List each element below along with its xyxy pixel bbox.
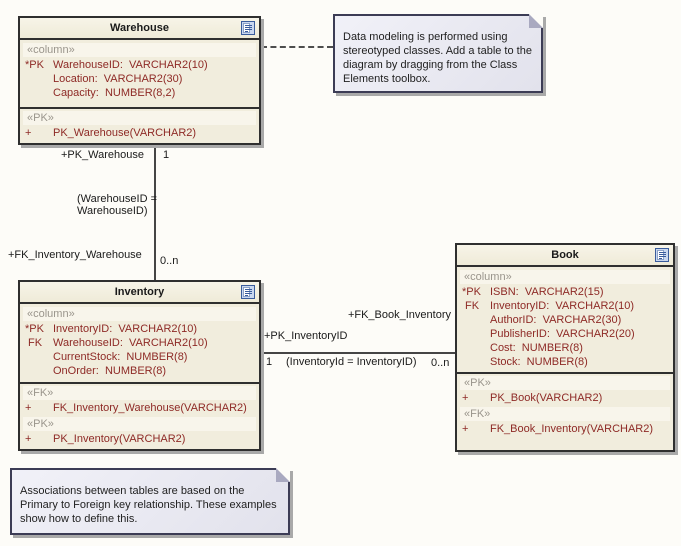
op-prefix: + <box>462 392 469 404</box>
attr-prefix <box>462 313 490 327</box>
attribute-row: AuthorID: VARCHAR2(30) <box>457 313 673 327</box>
fk-stereotype: «FK» <box>23 386 256 400</box>
role-label-pk-inventoryid: +PK_InventoryID <box>264 330 348 342</box>
warehouse-attributes-compartment: «column» *PK WarehouseID: VARCHAR2(10) Lo… <box>20 40 259 107</box>
op-prefix: + <box>25 402 32 414</box>
inventory-attributes-compartment: «column» *PK InventoryID: VARCHAR2(10) FK… <box>20 304 259 382</box>
attribute-row: *PK WarehouseID: VARCHAR2(10) <box>20 58 259 72</box>
attribute-row: Capacity: NUMBER(8,2) <box>20 86 259 100</box>
attr-text: WarehouseID: VARCHAR2(10) <box>53 337 208 349</box>
inventory-operations-compartment: «FK» + FK_Inventory_Warehouse(VARCHAR2) «… <box>20 382 259 449</box>
constraint-label: (InventoryId = InventoryID) <box>286 356 417 368</box>
attr-text: Stock: NUMBER(8) <box>490 356 588 368</box>
attribute-row: Cost: NUMBER(8) <box>457 341 673 355</box>
attr-text: Cost: NUMBER(8) <box>490 342 583 354</box>
column-stereotype: «column» <box>460 270 670 284</box>
notelink-warehouse-note[interactable] <box>261 46 333 48</box>
pk-stereotype: «PK» <box>23 111 256 125</box>
multiplicity-label: 0..n <box>160 255 179 267</box>
multiplicity-label: 0..n <box>431 357 450 369</box>
attr-text: Capacity: NUMBER(8,2) <box>53 87 176 99</box>
attr-text: WarehouseID: VARCHAR2(10) <box>53 59 208 71</box>
multiplicity-label: 1 <box>163 149 170 161</box>
role-label-pk-warehouse: +PK_Warehouse <box>60 149 144 161</box>
attr-prefix <box>462 355 490 369</box>
attr-prefix <box>25 350 53 364</box>
table-document-icon <box>655 248 669 262</box>
pk-stereotype: «PK» <box>460 376 670 390</box>
role-label-fk-inventory-warehouse: +FK_Inventory_Warehouse <box>8 249 142 261</box>
op-text: PK_Warehouse(VARCHAR2) <box>53 127 197 139</box>
table-document-icon <box>241 285 255 299</box>
op-prefix: + <box>25 127 32 139</box>
note-data-modeling[interactable]: Data modeling is performed using stereot… <box>333 14 543 93</box>
attr-prefix: FK <box>25 337 43 349</box>
attribute-row: CurrentStock: NUMBER(8) <box>20 350 259 364</box>
book-table-title: Book <box>551 249 579 261</box>
op-text: PK_Inventory(VARCHAR2) <box>53 433 186 445</box>
table-document-icon <box>241 21 255 35</box>
op-prefix: + <box>462 423 469 435</box>
note-text: Data modeling is performed using stereot… <box>343 31 532 85</box>
attr-text: PublisherID: VARCHAR2(20) <box>490 328 635 340</box>
constraint-label: (WarehouseID = WarehouseID) <box>77 193 157 217</box>
attr-text: ISBN: VARCHAR2(15) <box>490 286 604 298</box>
op-text: FK_Inventory_Warehouse(VARCHAR2) <box>53 402 247 414</box>
attr-text: OnOrder: NUMBER(8) <box>53 365 167 377</box>
column-stereotype: «column» <box>23 43 256 57</box>
op-text: PK_Book(VARCHAR2) <box>490 392 603 404</box>
book-table-header[interactable]: Book <box>457 245 673 267</box>
attr-prefix <box>25 72 53 86</box>
warehouse-operations-compartment: «PK» + PK_Warehouse(VARCHAR2) <box>20 107 259 143</box>
note-text: Associations between tables are based on… <box>20 485 277 525</box>
attr-prefix <box>25 364 53 378</box>
attr-prefix: FK <box>462 300 480 312</box>
operation-row: + FK_Book_Inventory(VARCHAR2) <box>457 422 673 437</box>
op-text: FK_Book_Inventory(VARCHAR2) <box>490 423 654 435</box>
operation-row: + PK_Inventory(VARCHAR2) <box>20 432 259 447</box>
attribute-row: Location: VARCHAR2(30) <box>20 72 259 86</box>
pk-stereotype: «PK» <box>23 417 256 431</box>
attribute-row: Stock: NUMBER(8) <box>457 355 673 369</box>
attr-prefix: *PK <box>25 59 44 71</box>
fk-stereotype: «FK» <box>460 407 670 421</box>
attr-prefix <box>462 327 490 341</box>
book-attributes-compartment: «column» *PK ISBN: VARCHAR2(15) FK Invento… <box>457 267 673 372</box>
attribute-row: FK WarehouseID: VARCHAR2(10) <box>20 336 259 350</box>
attribute-row: OnOrder: NUMBER(8) <box>20 364 259 378</box>
operation-row: + FK_Inventory_Warehouse(VARCHAR2) <box>20 401 259 416</box>
attr-text: InventoryID: VARCHAR2(10) <box>490 300 635 312</box>
book-operations-compartment: «PK» + PK_Book(VARCHAR2) «FK» + FK_Book_In… <box>457 372 673 450</box>
inventory-table[interactable]: Inventory «column» *PK InventoryID: VARCH… <box>18 280 261 451</box>
attribute-row: *PK ISBN: VARCHAR2(15) <box>457 285 673 299</box>
attr-text: InventoryID: VARCHAR2(10) <box>53 323 198 335</box>
attr-prefix <box>462 341 490 355</box>
column-stereotype: «column» <box>23 307 256 321</box>
attr-prefix: *PK <box>462 286 481 298</box>
attribute-row: PublisherID: VARCHAR2(20) <box>457 327 673 341</box>
role-label-fk-book-inventory: +FK_Book_Inventory <box>347 309 451 321</box>
inventory-table-title: Inventory <box>114 286 165 298</box>
attr-prefix <box>25 86 53 100</box>
operation-row: + PK_Book(VARCHAR2) <box>457 391 673 406</box>
attr-text: CurrentStock: NUMBER(8) <box>53 351 188 363</box>
warehouse-table-title: Warehouse <box>110 22 169 34</box>
warehouse-table[interactable]: Warehouse «column» *PK WarehouseID: VARCH… <box>18 16 261 145</box>
attr-prefix: *PK <box>25 323 44 335</box>
operation-row: + PK_Warehouse(VARCHAR2) <box>20 126 259 141</box>
warehouse-table-header[interactable]: Warehouse <box>20 18 259 40</box>
attribute-row: FK InventoryID: VARCHAR2(10) <box>457 299 673 313</box>
connector-warehouse-inventory[interactable] <box>154 145 156 280</box>
inventory-table-header[interactable]: Inventory <box>20 282 259 304</box>
attribute-row: *PK InventoryID: VARCHAR2(10) <box>20 322 259 336</box>
note-associations[interactable]: Associations between tables are based on… <box>10 468 290 535</box>
attr-text: Location: VARCHAR2(30) <box>53 73 183 85</box>
multiplicity-label: 1 <box>266 356 273 368</box>
op-prefix: + <box>25 433 32 445</box>
book-table[interactable]: Book «column» *PK ISBN: VARCHAR2(15) FK In… <box>455 243 675 452</box>
connector-inventory-book[interactable] <box>261 352 455 354</box>
attr-text: AuthorID: VARCHAR2(30) <box>490 314 622 326</box>
